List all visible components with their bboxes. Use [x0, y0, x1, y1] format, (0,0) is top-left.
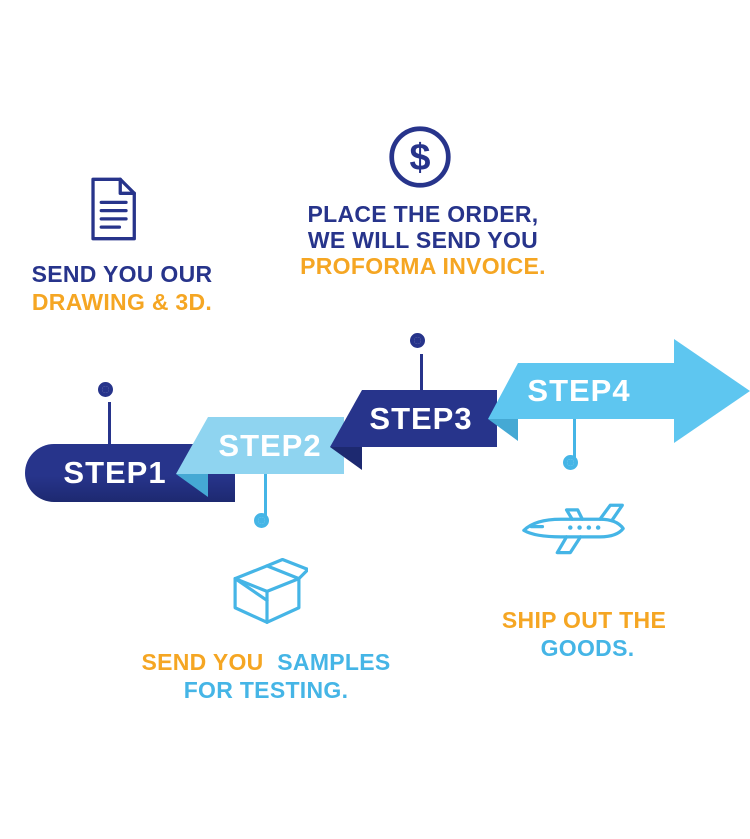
- step3-caption: PLACE THE ORDER, WE WILL SEND YOU PROFOR…: [292, 201, 554, 279]
- step3-banner: [330, 390, 497, 447]
- caption-text: SAMPLES: [277, 649, 391, 675]
- step1-label-text: STEP1: [63, 455, 167, 490]
- caption-line: SEND YOU OUR: [12, 260, 232, 288]
- step2-banner: [176, 417, 344, 474]
- caption-text: WE WILL SEND YOU: [307, 227, 539, 253]
- step4-connector-node: [563, 455, 578, 470]
- caption-line: WE WILL SEND YOU: [292, 227, 554, 253]
- step2-label: STEP2: [196, 417, 344, 474]
- caption-line: SEND YOU SAMPLES: [135, 648, 397, 676]
- step1-caption: SEND YOU OUR DRAWING & 3D.: [12, 260, 232, 316]
- node-dot: [567, 459, 574, 466]
- caption-line: FOR TESTING.: [135, 676, 397, 704]
- step4-label: STEP4: [500, 363, 658, 419]
- node-dot: [258, 517, 265, 524]
- step4-banner: [488, 363, 676, 419]
- dollar-icon: $: [387, 124, 453, 190]
- svg-text:$: $: [410, 136, 431, 178]
- step4-arrowhead: [674, 339, 750, 443]
- airplane-icon: [518, 496, 630, 561]
- caption-text: SHIP OUT THE: [501, 607, 667, 633]
- step2-connector-node: [254, 513, 269, 528]
- step1-connector-node: [98, 382, 113, 397]
- caption-line: SHIP OUT THE GOODS.: [450, 606, 718, 662]
- step4-label-text: STEP4: [527, 373, 631, 408]
- caption-text: GOODS.: [540, 635, 635, 661]
- caption-text: FOR TESTING.: [183, 677, 349, 703]
- step4-caption: SHIP OUT THE GOODS.: [450, 606, 718, 662]
- caption-line: DRAWING & 3D.: [12, 288, 232, 316]
- step1-connector-line: [108, 402, 111, 446]
- caption-text: PROFORMA INVOICE.: [300, 253, 546, 279]
- step2-caption: SEND YOU SAMPLES FOR TESTING.: [135, 648, 397, 704]
- node-dot: [414, 337, 421, 344]
- caption-line: PLACE THE ORDER,: [292, 201, 554, 227]
- caption-text: SEND YOU: [141, 649, 264, 675]
- step3-label: STEP3: [348, 390, 494, 447]
- step4-connector-line: [573, 417, 576, 458]
- step2-label-text: STEP2: [218, 427, 322, 463]
- step3-label-text: STEP3: [369, 400, 473, 436]
- caption-line: PROFORMA INVOICE.: [292, 253, 554, 279]
- step2-connector-line: [264, 472, 267, 516]
- step3-connector-line: [420, 354, 423, 392]
- caption-text: DRAWING & 3D.: [31, 289, 213, 315]
- caption-text: SEND YOU OUR: [31, 261, 213, 287]
- box-icon: [226, 557, 310, 632]
- caption-text: PLACE THE ORDER,: [307, 201, 539, 227]
- step3-connector-node: [410, 333, 425, 348]
- node-dot: [102, 386, 109, 393]
- document-icon: [83, 176, 141, 242]
- step1-label: STEP1: [30, 444, 200, 502]
